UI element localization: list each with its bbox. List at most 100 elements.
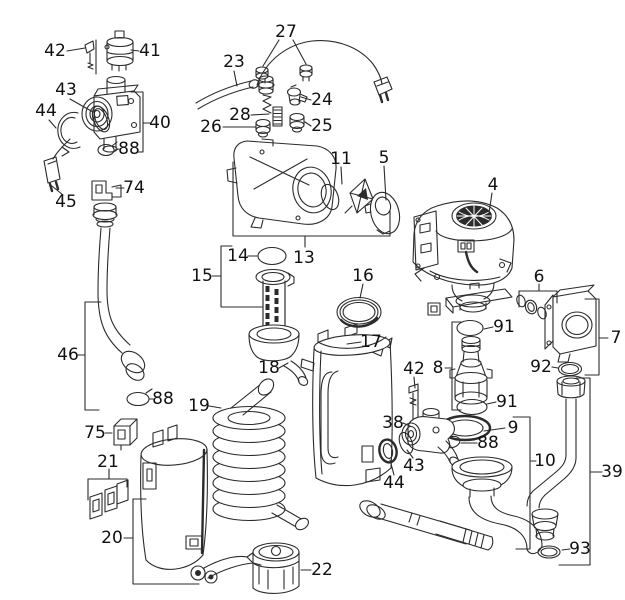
part-label-43-washer-left: 43 [55, 80, 77, 100]
part-solenoid [104, 30, 134, 72]
part-label-43-oring-right: 43 [403, 456, 425, 476]
bracket-40 [130, 91, 144, 153]
leader-38 [402, 422, 411, 427]
bracket-20 [132, 498, 200, 585]
part-washer-left [91, 105, 111, 133]
bracket-10 [512, 416, 531, 550]
leader-41 [130, 49, 140, 52]
part-gas-pin-left [84, 39, 97, 75]
part-sensor-lead [43, 138, 71, 193]
part-label-26-nut: 26 [200, 117, 222, 137]
part-label-46-gas-pipe: 46 [57, 345, 79, 365]
part-combustion-chamber [140, 424, 208, 570]
part-label-20-combustion-chamber: 20 [101, 528, 123, 548]
leader-18 [278, 362, 289, 369]
bracket-46 [84, 301, 102, 411]
part-label-9-gasket: 9 [508, 418, 519, 438]
part-burner-tube [255, 268, 295, 333]
part-label-88-pipe-oring: 88 [152, 389, 174, 409]
part-clip-75 [113, 418, 138, 451]
part-label-75-clip: 75 [84, 423, 106, 443]
part-label-91-oring-bottom: 91 [496, 392, 518, 412]
part-label-19-heat-exchanger-coil: 19 [188, 396, 210, 416]
part-oring-14 [257, 246, 287, 266]
bracket-39 [558, 377, 591, 566]
part-label-22-burner-filter: 22 [311, 560, 333, 580]
part-label-15-burner-tube: 15 [191, 266, 213, 286]
part-oring-valve [97, 141, 118, 157]
leader-16 [359, 283, 364, 299]
part-gaskets-21 [89, 479, 129, 520]
leader-42-pin-left [66, 47, 86, 52]
part-oring-pipe [126, 388, 153, 407]
part-overheat-harness [255, 39, 393, 104]
part-label-25-nut: 25 [311, 116, 333, 136]
part-sensing-tube [195, 79, 260, 110]
bracket-13 [232, 161, 391, 248]
leader-45 [51, 185, 64, 196]
part-outlet-assembly [359, 456, 543, 555]
leader-lines [48, 39, 609, 585]
leader-42-pin-right [413, 376, 416, 389]
leader-44-right [389, 459, 395, 476]
part-oring-92 [557, 361, 583, 377]
leader-88-valve [114, 148, 120, 151]
part-union-74 [92, 202, 118, 228]
leader-92 [551, 366, 559, 369]
part-pilot-fittings [255, 75, 308, 138]
bracket-21 [87, 468, 128, 501]
part-igniter-electrode [190, 551, 262, 584]
part-washers-6 [516, 294, 547, 320]
part-canister [300, 323, 393, 487]
part-label-28-ribbed-plate: 28 [229, 105, 251, 125]
part-heat-exchanger-coil [212, 378, 309, 531]
leader-43-left [69, 98, 94, 113]
leader-11 [340, 166, 343, 185]
part-clip-74 [91, 180, 122, 201]
part-label-45-sensor-lead: 45 [55, 192, 77, 212]
part-label-27-harness-nuts: 27 [275, 22, 297, 42]
part-exhaust-flange [544, 284, 597, 363]
part-clamp-ring [378, 438, 398, 464]
leader-5 [383, 165, 387, 201]
part-label-88-outlet-oring: 88 [477, 433, 499, 453]
part-burner-filter [252, 542, 300, 594]
part-label-88-valve-oring: 88 [118, 139, 140, 159]
part-cap-left [57, 111, 81, 157]
part-label-11-diaphragm: 11 [330, 149, 352, 169]
part-label-42-pin-left: 42 [44, 41, 66, 61]
part-label-21-gaskets: 21 [97, 452, 119, 472]
part-label-42-pin-right: 42 [403, 359, 425, 379]
part-label-14-oring: 14 [227, 246, 249, 266]
part-label-44-cap-left: 44 [35, 101, 57, 121]
leader-23 [233, 70, 238, 87]
part-label-16-gasket-ring: 16 [352, 266, 374, 286]
part-gas-pipe [97, 227, 146, 381]
leader-24 [300, 96, 312, 101]
part-label-8-water-cartridge: 8 [433, 358, 444, 378]
part-water-cartridge [449, 319, 493, 416]
part-label-40-gas-valve: 40 [149, 113, 171, 133]
leader-4 [488, 192, 493, 214]
part-label-38-water-valve: 38 [382, 413, 404, 433]
part-fan-assembly [412, 200, 515, 313]
leader-17 [346, 341, 362, 345]
leader-91-bottom [486, 401, 497, 405]
part-label-92-oring: 92 [530, 357, 552, 377]
leader-93 [561, 548, 571, 551]
bracket-7 [584, 298, 600, 376]
part-gas-inlet-pipe [526, 375, 586, 541]
part-label-17-canister: 17 [360, 332, 382, 352]
part-artwork [43, 30, 597, 594]
leader-27 [262, 39, 307, 67]
part-label-18-mixer-bell: 18 [258, 358, 280, 378]
leader-91-top [483, 326, 494, 330]
leader-19 [208, 405, 222, 409]
part-label-4-fan-assembly: 4 [488, 175, 499, 195]
part-gasket-ring-16 [336, 296, 382, 328]
leader-44-left [48, 119, 57, 129]
part-label-91-oring-top: 91 [493, 317, 515, 337]
